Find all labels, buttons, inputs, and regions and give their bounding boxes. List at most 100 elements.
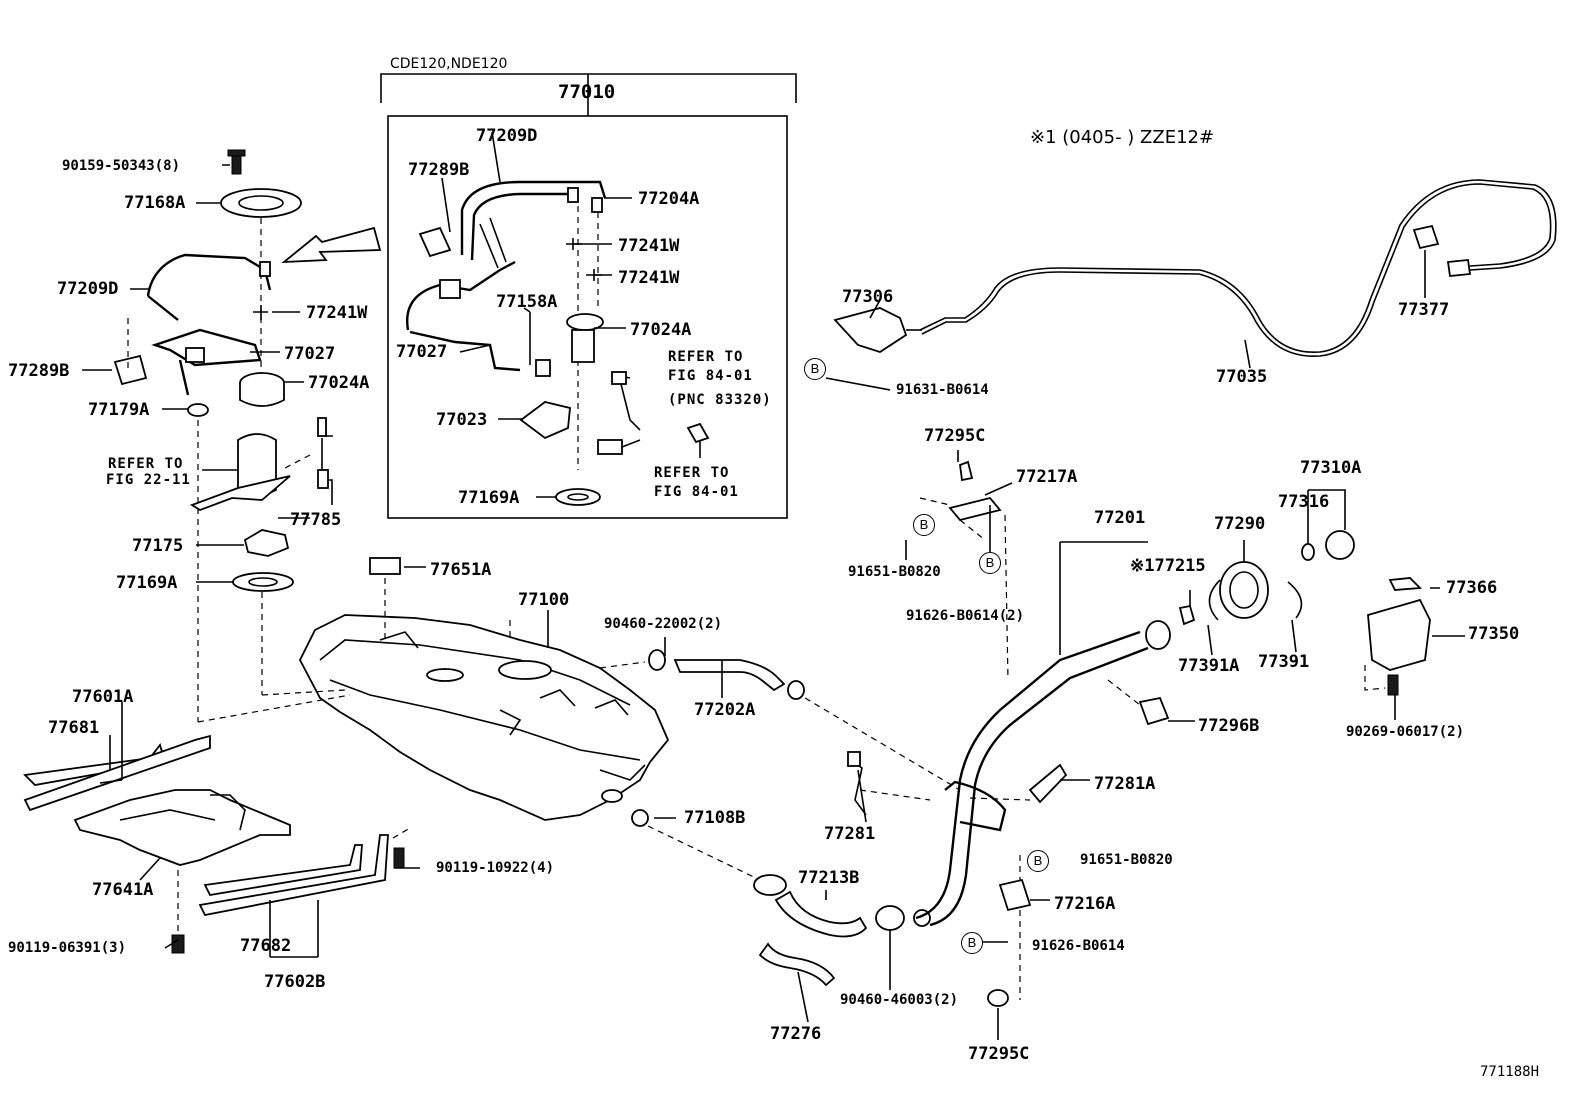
refer-fig-84-01-a: REFER TO — [668, 349, 744, 365]
gasket-77169A — [232, 572, 294, 592]
part-77179A[interactable]: 77179A — [88, 400, 150, 420]
inner-part-77023[interactable]: 77023 — [436, 410, 488, 430]
part-77281A[interactable]: 77281A — [1094, 774, 1156, 794]
part-77276[interactable]: 77276 — [770, 1024, 822, 1044]
tube-77209D — [146, 253, 272, 297]
part-90269-06017[interactable]: 90269-06017(2) — [1346, 724, 1465, 740]
part-77027[interactable]: 77027 — [284, 344, 336, 364]
part-77213B[interactable]: 77213B — [798, 868, 860, 888]
part-77377[interactable]: 77377 — [1398, 300, 1450, 320]
part-77601A[interactable]: 77601A — [72, 687, 134, 707]
clip-77289B-inner — [418, 226, 452, 258]
part-77100[interactable]: 77100 — [518, 590, 570, 610]
bolt-marker-b: B — [961, 932, 983, 954]
leaders — [82, 131, 1465, 1040]
part-77651A[interactable]: 77651A — [430, 560, 492, 580]
part-77350[interactable]: 77350 — [1468, 624, 1520, 644]
part-91626-B0614-2[interactable]: 91626-B0614(2) — [906, 608, 1025, 624]
part-77202A[interactable]: 77202A — [694, 700, 756, 720]
part-77310A[interactable]: 77310A — [1300, 458, 1362, 478]
part-177215[interactable]: ※177215 — [1130, 556, 1206, 576]
inner-part-77209D[interactable]: 77209D — [476, 126, 538, 146]
inner-part-77204A[interactable]: 77204A — [638, 189, 700, 209]
filter-77023 — [519, 401, 571, 440]
fuel-tank-77100 — [197, 578, 670, 821]
part-90119-10922[interactable]: 90119-10922(4) — [436, 860, 555, 876]
inner-part-77169A[interactable]: 77169A — [458, 488, 520, 508]
part-91626-B0614[interactable]: 91626-B0614 — [1032, 938, 1125, 954]
inner-part-77024A[interactable]: 77024A — [630, 320, 692, 340]
lower-right — [987, 855, 1032, 1007]
neck-77290 — [1219, 561, 1269, 619]
part-77175[interactable]: 77175 — [132, 536, 184, 556]
part-77209D[interactable]: 77209D — [57, 279, 119, 299]
part-90460-46003[interactable]: 90460-46003(2) — [840, 992, 959, 1008]
part-77316[interactable]: 77316 — [1278, 492, 1330, 512]
pad-77651A — [369, 557, 401, 575]
part-77391[interactable]: 77391 — [1258, 652, 1310, 672]
ring-77391 — [1287, 581, 1303, 619]
left-pump-group — [113, 149, 333, 722]
part-77366[interactable]: 77366 — [1446, 578, 1498, 598]
clip-77296B — [1138, 696, 1170, 726]
bolt-marker-b: B — [913, 514, 935, 536]
release-cable-77035 — [833, 179, 1557, 357]
inner-part-77289B[interactable]: 77289B — [408, 160, 470, 180]
hose-77202A — [673, 659, 786, 692]
pump-77024A-inner — [571, 329, 595, 363]
bolt-marker-b: B — [1027, 850, 1049, 872]
variant-header: CDE120,NDE120 — [390, 56, 508, 72]
part-77681[interactable]: 77681 — [48, 718, 100, 738]
refer-fig-84-01-d[interactable]: FIG 84-01 — [654, 484, 739, 500]
hoses — [599, 649, 1068, 987]
part-77391A[interactable]: 77391A — [1178, 656, 1240, 676]
part-91651-B0820-b[interactable]: 91651-B0820 — [1080, 852, 1173, 868]
part-77035[interactable]: 77035 — [1216, 367, 1268, 387]
inner-part-77158A[interactable]: 77158A — [496, 292, 558, 312]
top-right-brackets — [919, 460, 1170, 726]
part-77296B[interactable]: 77296B — [1198, 716, 1260, 736]
part-77217A[interactable]: 77217A — [1016, 467, 1078, 487]
inner-part-77241W-a[interactable]: 77241W — [618, 236, 680, 256]
strap-77602B — [198, 834, 389, 917]
part-90460-22002[interactable]: 90460-22002(2) — [604, 616, 723, 632]
part-77306[interactable]: 77306 — [842, 287, 894, 307]
inner-part-77241W-b[interactable]: 77241W — [618, 268, 680, 288]
part-77168A[interactable]: 77168A — [124, 193, 186, 213]
refer-fig-22-11-b[interactable]: FIG 22-11 — [106, 472, 191, 488]
hose-77276 — [758, 942, 836, 987]
inner-part-77027[interactable]: 77027 — [396, 342, 448, 362]
bolt-marker-b: B — [979, 552, 1001, 574]
refer-fig-84-01-c: REFER TO — [654, 465, 730, 481]
part-91631-B0614[interactable]: 91631-B0614 — [896, 382, 989, 398]
part-77281[interactable]: 77281 — [824, 824, 876, 844]
part-77289B[interactable]: 77289B — [8, 361, 70, 381]
strap-77601A — [23, 734, 211, 812]
lever-77306 — [833, 307, 908, 353]
refer-fig-22-11-a: REFER TO — [108, 456, 184, 472]
cap-group — [1208, 530, 1431, 696]
refer-fig-84-01-b[interactable]: FIG 84-01 — [668, 368, 753, 384]
part-77295C-bottom[interactable]: 77295C — [968, 1044, 1030, 1064]
assembly-number: 77010 — [558, 81, 616, 103]
part-77682[interactable]: 77682 — [240, 936, 292, 956]
part-77241W[interactable]: 77241W — [306, 303, 368, 323]
part-91651-B0820-a[interactable]: 91651-B0820 — [848, 564, 941, 580]
part-77785[interactable]: 77785 — [290, 510, 342, 530]
part-77201[interactable]: 77201 — [1094, 508, 1146, 528]
part-77641A[interactable]: 77641A — [92, 880, 154, 900]
part-77024A[interactable]: 77024A — [308, 373, 370, 393]
box-parts — [406, 180, 710, 506]
part-77169A[interactable]: 77169A — [116, 573, 178, 593]
part-90159-50343[interactable]: 90159-50343(8) — [62, 158, 181, 174]
tube-77027 — [151, 328, 262, 367]
lid-77350 — [1367, 598, 1431, 671]
part-77108B[interactable]: 77108B — [684, 808, 746, 828]
part-77602B[interactable]: 77602B — [264, 972, 326, 992]
part-77216A[interactable]: 77216A — [1054, 894, 1116, 914]
ring-77168A — [220, 188, 302, 218]
part-90119-06391[interactable]: 90119-06391(3) — [8, 940, 127, 956]
part-77290[interactable]: 77290 — [1214, 514, 1266, 534]
part-77295C-top[interactable]: 77295C — [924, 426, 986, 446]
